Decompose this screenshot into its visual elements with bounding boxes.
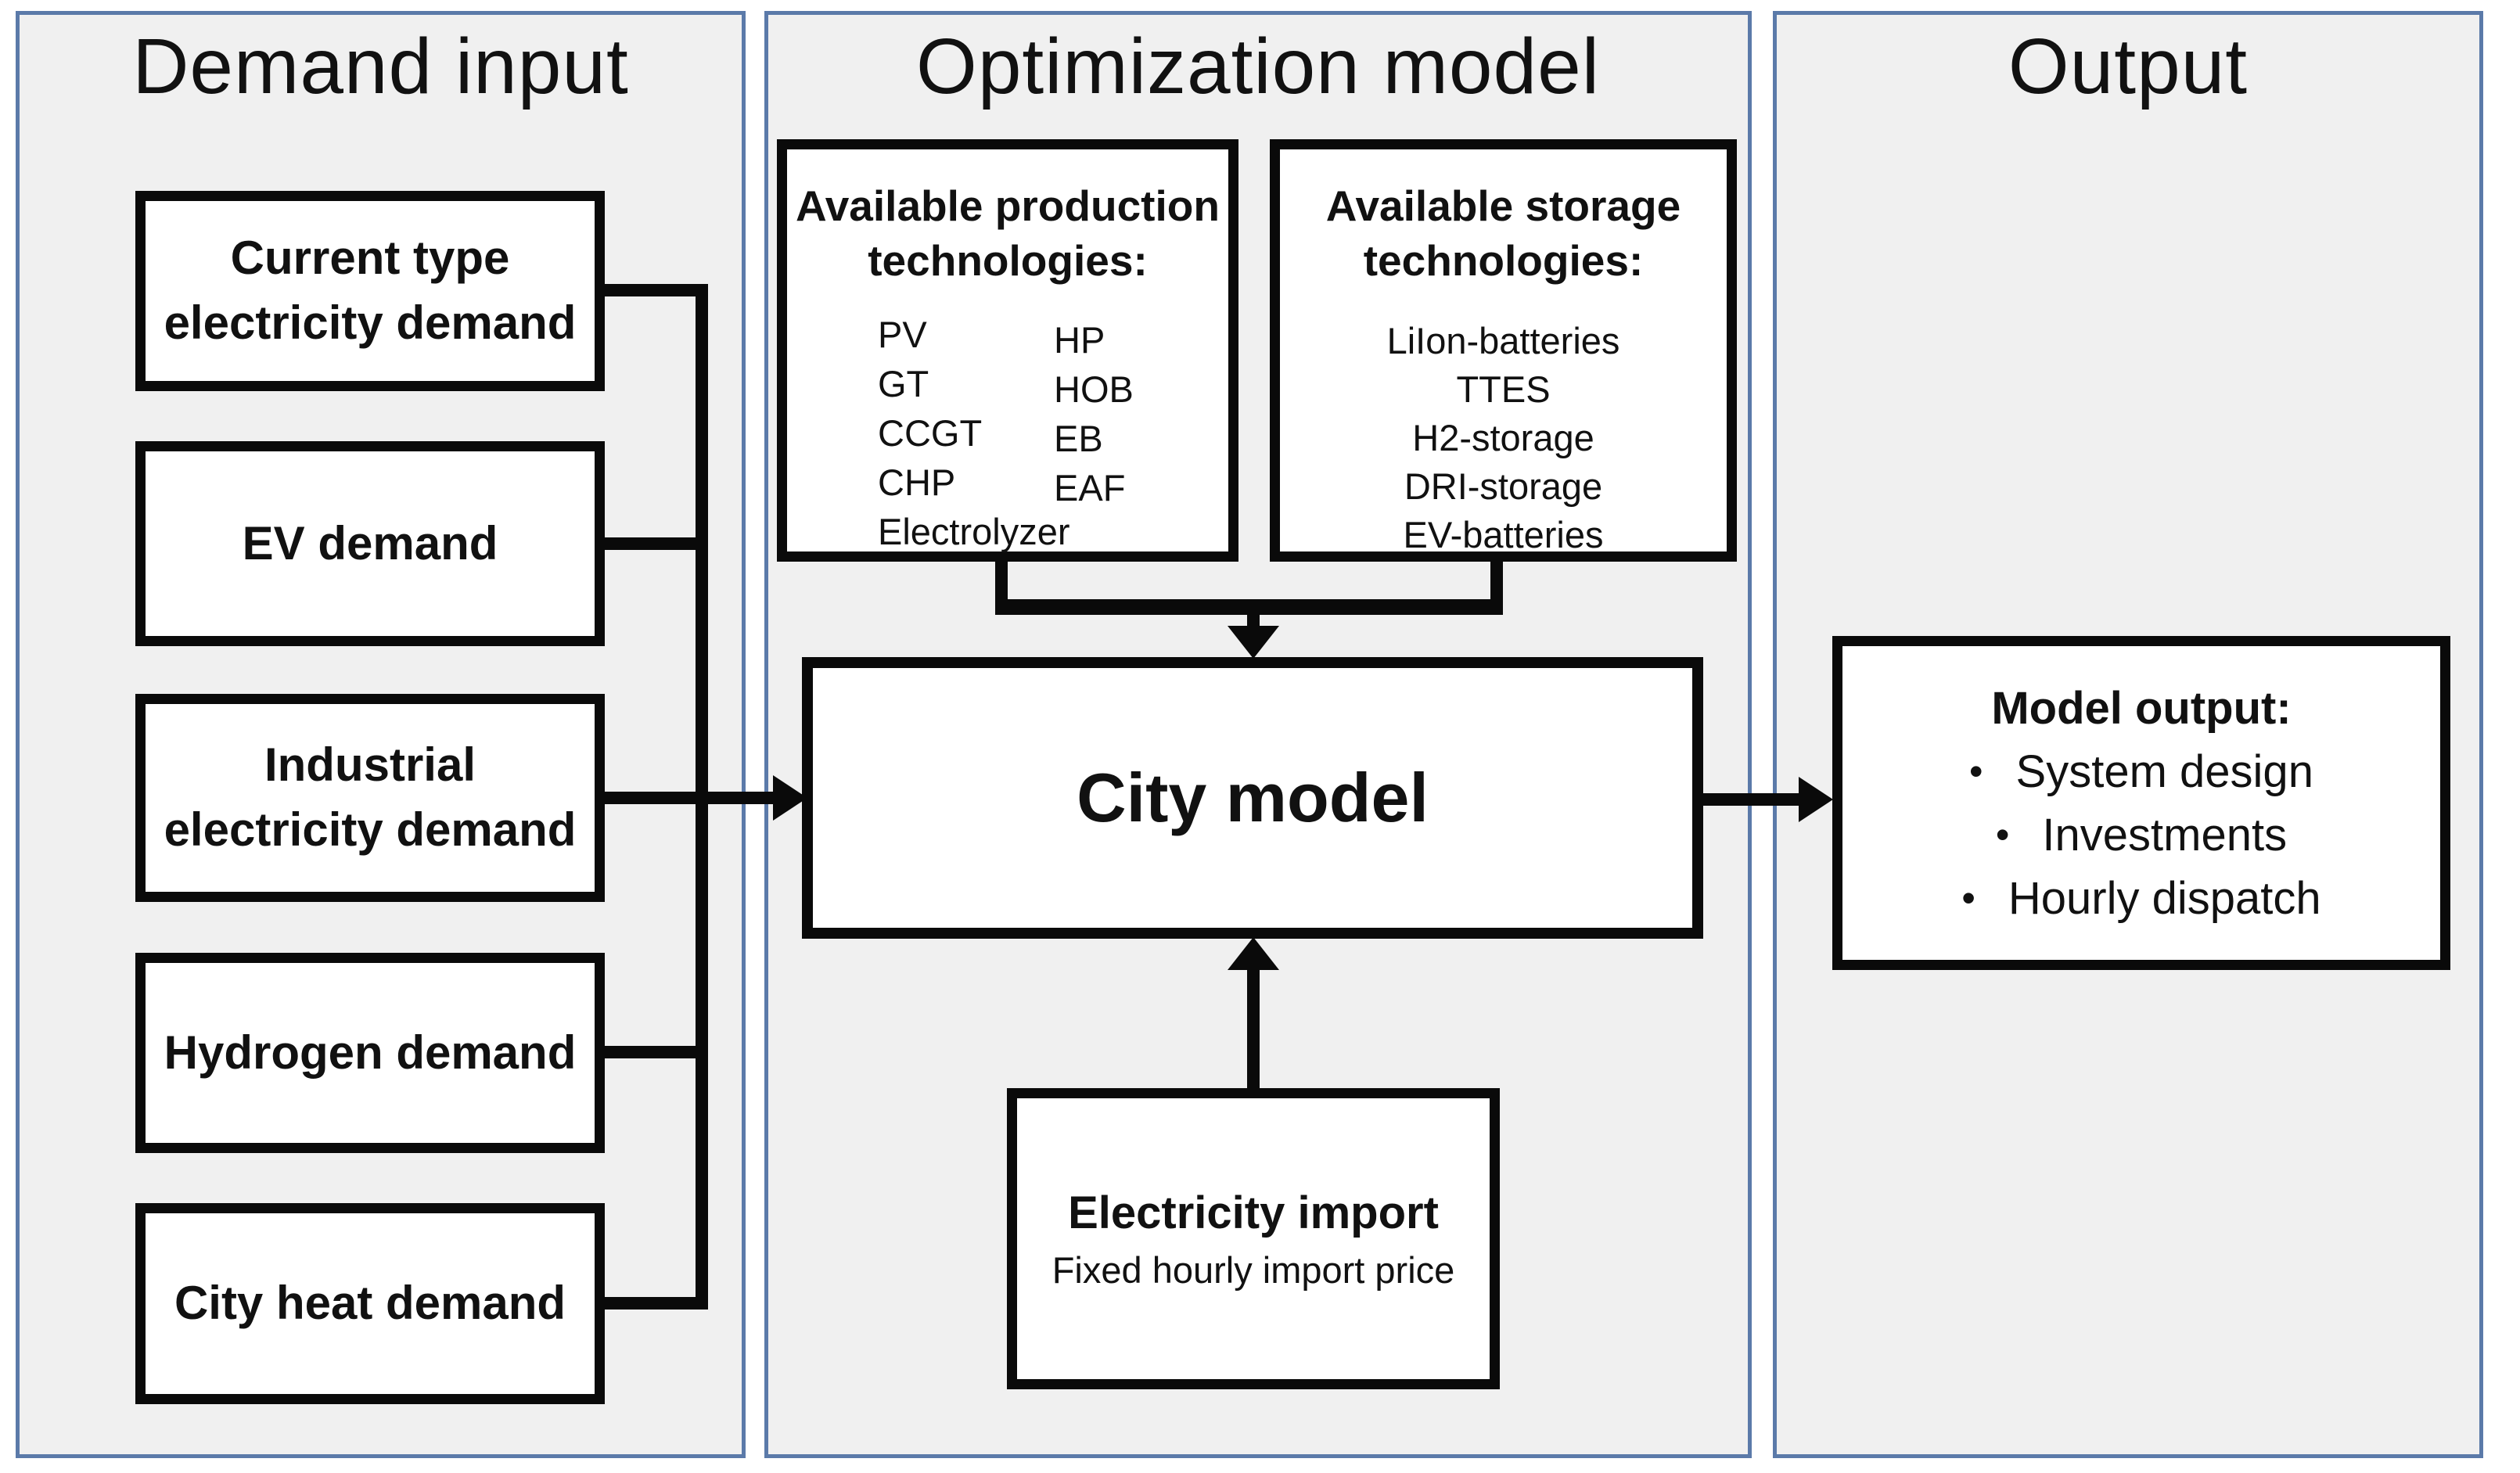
connector-industrial	[605, 792, 708, 804]
tech-item: EV-batteries	[1403, 514, 1604, 555]
model-output-item: • Investments	[1996, 809, 2287, 861]
model-output-heading: Model output:	[1991, 682, 2292, 734]
bullet-icon: •	[1969, 749, 1983, 793]
demand-bus-line	[696, 284, 708, 1310]
arrow-tech-to-city-head	[1228, 626, 1279, 659]
industrial-electricity-demand-box: Industrial electricity demand	[135, 694, 605, 902]
connector-current-type	[605, 284, 708, 296]
tech-item: PV	[878, 314, 927, 355]
output-panel-title: Output	[2008, 23, 2249, 110]
tech-item: H2-storage	[1412, 417, 1594, 458]
city-heat-demand-box: City heat demand	[135, 1203, 605, 1404]
arrow-city-to-output-shaft	[1703, 793, 1802, 806]
tech-item: HP	[1054, 319, 1105, 361]
city-model-label: City model	[1077, 759, 1429, 836]
storage-technologies-heading: Available storage technologies:	[1325, 181, 1681, 285]
box-label-line: Industrial	[264, 738, 476, 792]
connector-city-heat	[605, 1297, 708, 1310]
storage-tech-list: LiIon-batteries TTES H2-storage DRI-stor…	[1280, 317, 1727, 559]
current-type-electricity-demand-box: Current type electricity demand	[135, 191, 605, 391]
tech-item: CCGT	[878, 412, 983, 454]
tech-item: GT	[878, 363, 929, 404]
electricity-import-subtitle: Fixed hourly import price	[1051, 1248, 1455, 1291]
box-label-line: electricity demand	[164, 296, 577, 349]
tech-item: EB	[1054, 418, 1103, 459]
electricity-import-title: Electricity import	[1068, 1187, 1439, 1238]
arrow-demand-to-city-head	[773, 775, 807, 821]
tech-item: EAF	[1054, 467, 1126, 508]
production-tech-list-col1: PV GT CCGT CHP Electrolyzer	[878, 310, 1070, 556]
demand-panel-title: Demand input	[132, 23, 629, 110]
model-output-item-label: System design	[2015, 745, 2313, 797]
arrow-import-to-city-head	[1228, 937, 1279, 970]
model-output-item: • System design	[1969, 745, 2313, 798]
tech-item: CHP	[878, 462, 956, 503]
model-output-item-label: Hourly dispatch	[2008, 872, 2321, 924]
arrow-demand-to-city-shaft	[708, 792, 778, 804]
hydrogen-demand-box: Hydrogen demand	[135, 953, 605, 1153]
arrow-tech-to-city-shaft	[1247, 615, 1260, 629]
connector-tech-merge-bar	[995, 599, 1503, 615]
box-label-line: EV demand	[242, 516, 498, 569]
arrow-city-to-output-head	[1799, 777, 1833, 822]
model-output-box: Model output: • System design • Investme…	[1832, 636, 2450, 970]
connector-hydrogen	[605, 1046, 708, 1058]
box-label-line: Current type	[230, 232, 510, 285]
optimization-panel-title: Optimization model	[916, 23, 1600, 110]
box-label-line: electricity demand	[164, 803, 577, 856]
electricity-import-box: Electricity import Fixed hourly import p…	[1007, 1088, 1500, 1389]
bullet-icon: •	[1961, 876, 1975, 920]
bullet-icon: •	[1995, 813, 2010, 857]
city-model-box: City model	[802, 657, 1703, 939]
tech-item: TTES	[1456, 368, 1551, 410]
connector-storage-down	[1490, 562, 1503, 605]
ev-demand-box: EV demand	[135, 441, 605, 646]
connector-production-down	[995, 562, 1008, 605]
model-output-item-label: Investments	[2042, 809, 2288, 860]
production-tech-list-col2: HP HOB EB EAF	[1054, 315, 1134, 512]
available-production-technologies-box: Available production technologies: PV GT…	[777, 139, 1238, 562]
tech-item: LiIon-batteries	[1386, 320, 1620, 361]
production-technologies-heading: Available production technologies:	[796, 181, 1220, 285]
tech-item: HOB	[1054, 368, 1134, 410]
tech-item: Electrolyzer	[878, 511, 1070, 552]
model-output-item: • Hourly dispatch	[1961, 872, 2320, 925]
arrow-import-to-city-shaft	[1247, 968, 1260, 1088]
box-label-line: City heat demand	[174, 1277, 566, 1330]
tech-item: DRI-storage	[1404, 465, 1603, 507]
box-label-line: Hydrogen demand	[164, 1026, 577, 1079]
connector-ev	[605, 537, 708, 550]
available-storage-technologies-box: Available storage technologies: LiIon-ba…	[1270, 139, 1737, 562]
